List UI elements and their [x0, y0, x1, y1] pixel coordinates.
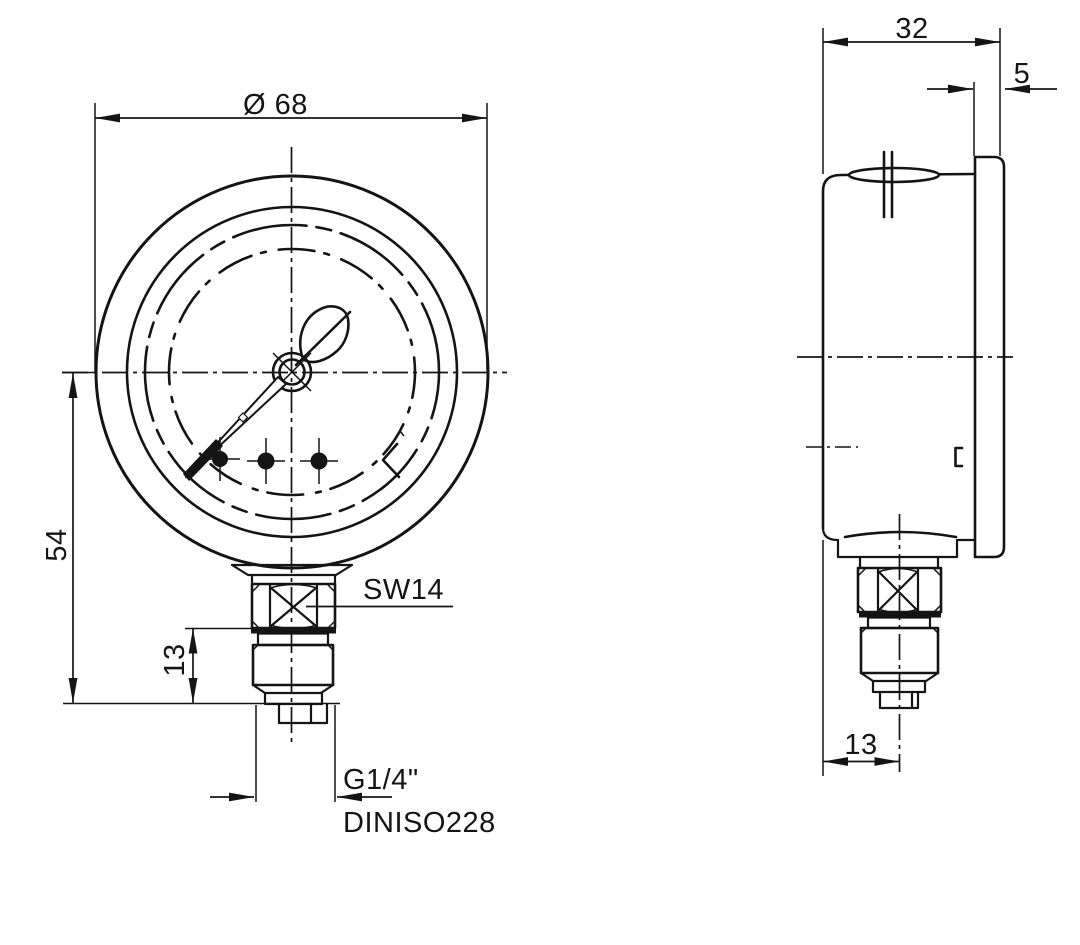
dial-screw	[247, 438, 285, 484]
thread-size-label: G1/4"	[343, 764, 419, 796]
dial-screw	[200, 437, 240, 481]
sealing-washer	[859, 612, 941, 618]
thread-tip	[878, 690, 920, 710]
front-view: SW14 Ø 68 54 13 G1/4" DINIS	[41, 89, 507, 839]
dim-height-label: 54	[41, 528, 73, 561]
dim-thread-size: G1/4" DINISO228	[210, 705, 496, 839]
scale-end-mark	[381, 442, 401, 479]
dim-thread-length: 13	[159, 627, 254, 703]
case-bottom-arc	[843, 530, 958, 539]
clamp-mark	[954, 446, 964, 468]
dim-depth-label: 32	[895, 13, 928, 45]
dim-stem-offset: 13	[822, 540, 900, 776]
dim-depth: 32	[822, 13, 1001, 174]
sealing-washer	[251, 628, 336, 634]
scale-end-tick	[399, 430, 405, 437]
pointer	[183, 305, 352, 481]
bezel-outline	[973, 155, 1006, 559]
thread-tip	[277, 702, 329, 725]
dim-height: 54	[41, 371, 340, 705]
dim-bezel-thickness: 5	[927, 58, 1057, 156]
thread-standard-label: DINISO228	[343, 807, 496, 839]
dial-screws	[200, 437, 338, 484]
side-view: 32 5 13	[797, 13, 1057, 776]
dim-diameter-label: Ø 68	[243, 89, 308, 121]
dim-thread-length-label: 13	[159, 643, 191, 676]
pointer-tail-axis	[294, 310, 352, 367]
wrench-size-label: SW14	[363, 574, 444, 606]
dial-ring	[143, 223, 441, 521]
dial-screw	[300, 438, 338, 484]
fill-plug	[847, 166, 941, 184]
scale-arc	[167, 247, 417, 497]
pointer-counterweight	[298, 305, 350, 364]
case-boss	[821, 526, 976, 559]
threaded-connector	[251, 643, 335, 706]
dim-stem-offset-label: 13	[844, 729, 877, 761]
thread-relief	[256, 632, 330, 647]
pointer-jewel-mark	[237, 412, 249, 423]
case-flange	[230, 563, 354, 577]
dim-diameter: Ø 68	[94, 89, 488, 371]
case-outline	[821, 150, 977, 559]
threaded-connector	[859, 626, 940, 694]
connection-stem-side	[856, 555, 943, 710]
bezel-inner-ring	[125, 205, 459, 539]
dim-bezel-thickness-label: 5	[1014, 58, 1031, 90]
pointer-tip	[183, 439, 223, 481]
case-outer-ring	[94, 174, 490, 570]
